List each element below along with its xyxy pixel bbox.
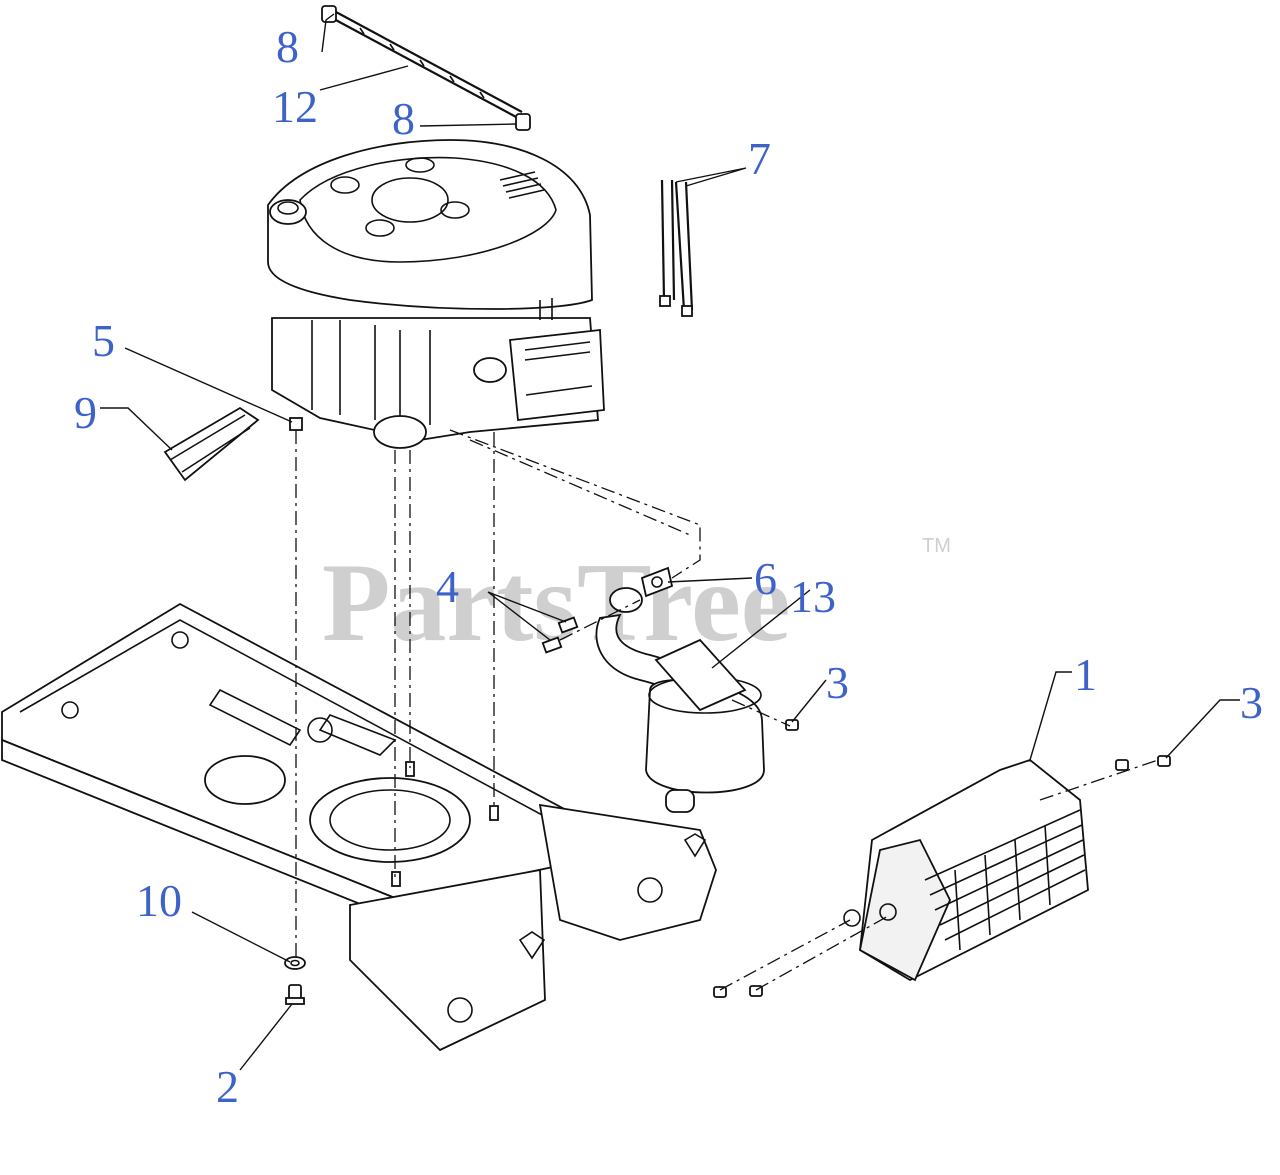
alignment-lines <box>295 429 1159 991</box>
fuel-line-part-12 <box>331 11 523 119</box>
screw-part-3-left <box>785 719 799 731</box>
bolt-part-2 <box>285 984 305 1005</box>
callout-8-top: 8 <box>276 21 299 72</box>
screw-mid <box>1115 759 1129 771</box>
watermark-trademark: TM <box>922 535 951 557</box>
screws-bottom <box>713 985 763 998</box>
leader-lines <box>100 13 1240 1071</box>
screw-part-3-right <box>1157 755 1171 767</box>
gasket-part-6 <box>640 566 674 598</box>
hose-clamp-bottom-part-8 <box>515 113 531 131</box>
cable-ties-part-7 <box>659 179 694 317</box>
callout-1: 1 <box>1074 649 1097 700</box>
callout-4: 4 <box>436 561 459 612</box>
callout-5: 5 <box>92 315 115 366</box>
callout-8-bottom: 8 <box>392 93 415 144</box>
hose-clamp-top-part-8 <box>321 5 337 23</box>
callout-9: 9 <box>74 387 97 438</box>
nut-part-5 <box>289 417 303 431</box>
callout-3-right: 3 <box>1240 677 1263 728</box>
chassis-frame <box>1 602 717 1052</box>
callout-12: 12 <box>272 81 318 132</box>
washer-part-10 <box>284 956 306 970</box>
callout-2: 2 <box>216 1061 239 1112</box>
callout-3-left: 3 <box>826 657 849 708</box>
callout-13: 13 <box>790 571 836 622</box>
spacers-part-4 <box>541 616 579 654</box>
heat-shield-part-9 <box>163 406 260 482</box>
callout-labels: 8 12 8 7 5 9 4 6 13 3 1 3 10 2 <box>74 21 1263 1112</box>
engine-assembly <box>267 139 605 449</box>
callout-10: 10 <box>136 875 182 926</box>
muffler-part-13 <box>595 587 765 813</box>
muffler-guard-part-1 <box>843 758 1089 982</box>
callout-6: 6 <box>754 553 777 604</box>
callout-7: 7 <box>748 133 771 184</box>
